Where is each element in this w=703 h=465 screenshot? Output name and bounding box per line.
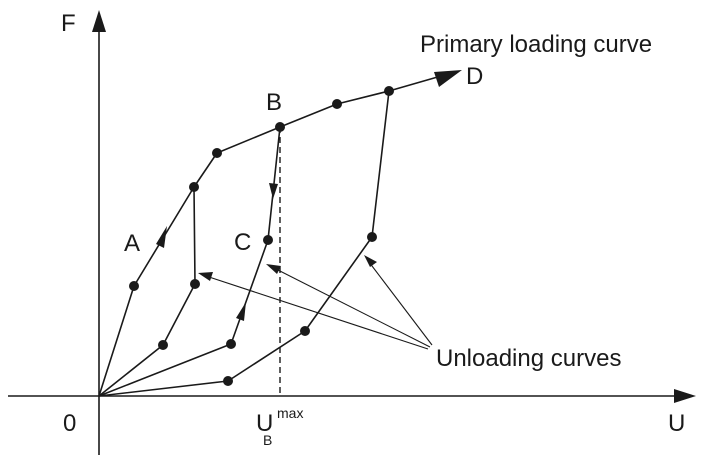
primary-end-arrowhead <box>434 70 462 87</box>
pointer-arrowhead-3 <box>364 255 377 267</box>
u-b-max-main: U <box>256 410 273 437</box>
point-dot <box>190 279 200 289</box>
pointer-line-1 <box>205 275 429 350</box>
point-dot <box>129 281 139 291</box>
pointer-arrowhead-2 <box>266 264 281 274</box>
u-b-max-label: U max B <box>256 405 303 448</box>
point-dot <box>189 182 199 192</box>
point-dot <box>384 86 394 96</box>
point-dot <box>158 340 168 350</box>
primary-arrowhead-a <box>156 226 167 248</box>
point-dot <box>212 148 222 158</box>
point-dot <box>223 376 233 386</box>
unloading-curve-1 <box>98 186 196 397</box>
unloading-curves-label: Unloading curves <box>436 345 621 372</box>
point-dot <box>367 232 377 242</box>
reloading-arrowhead <box>236 302 246 321</box>
pointer-arrowhead-1 <box>198 272 213 281</box>
unloading-pointers <box>198 255 433 350</box>
point-dot <box>332 99 342 109</box>
point-c-label: C <box>234 229 251 256</box>
origin-label: 0 <box>63 410 76 437</box>
f-axis-arrowhead <box>92 10 106 32</box>
point-dot <box>226 339 236 349</box>
primary-loading-curve <box>98 73 449 397</box>
point-c-dot <box>263 235 273 245</box>
u-b-max-subscript: B <box>263 432 272 448</box>
point-b-dot <box>275 122 285 132</box>
point-b-label: B <box>266 89 282 116</box>
unloading-arrowhead-bc <box>269 183 278 199</box>
curve-points <box>129 86 394 386</box>
u-axis-arrowhead <box>674 389 696 403</box>
point-dot <box>300 326 310 336</box>
u-axis-label: U <box>668 410 685 437</box>
primary-curve-label: Primary loading curve <box>420 31 652 58</box>
point-d-label: D <box>466 63 483 90</box>
u-b-max-superscript: max <box>277 405 303 421</box>
pointer-line-3 <box>368 261 433 346</box>
pointer-line-2 <box>273 267 431 348</box>
axes <box>8 10 696 455</box>
unloading-curve-2 <box>98 126 281 397</box>
point-a-label: A <box>124 230 140 257</box>
f-axis-label: F <box>61 10 76 37</box>
